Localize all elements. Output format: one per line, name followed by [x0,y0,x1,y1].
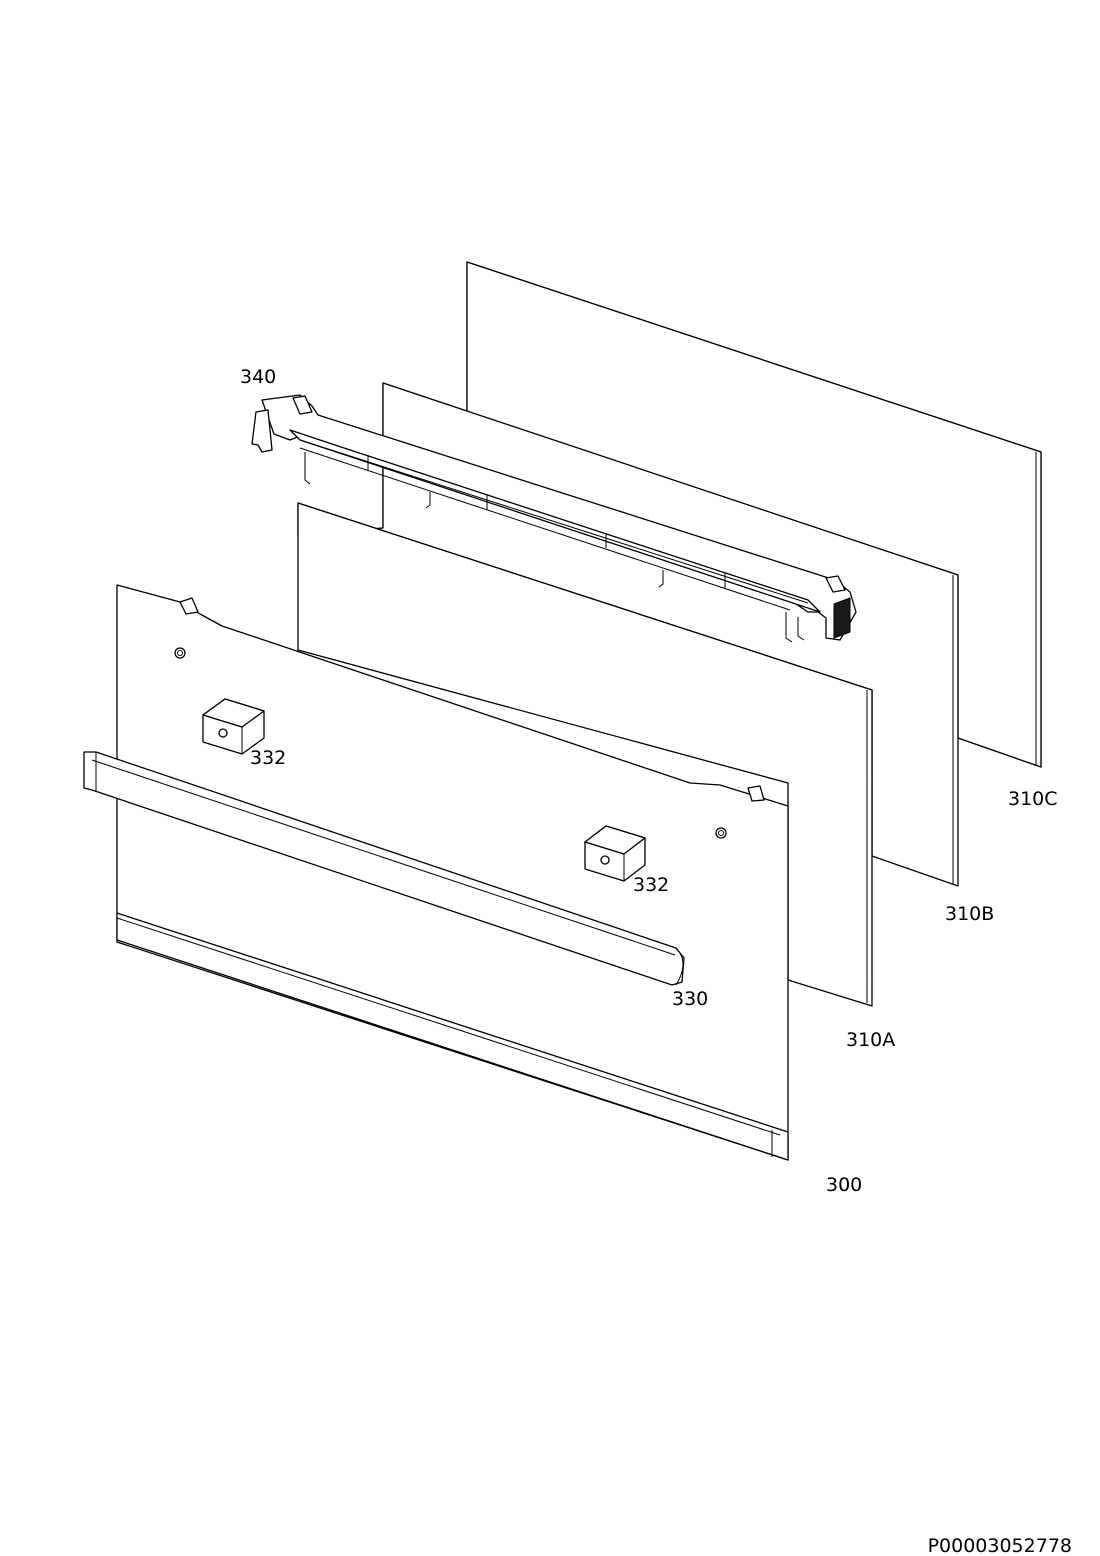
top-bracket-340 [251,394,857,643]
part-label-332-right: 332 [633,874,670,896]
part-label-310c: 310C [1008,788,1058,810]
part-label-332-left: 332 [250,747,287,769]
part-label-300: 300 [826,1174,863,1196]
handle-spacer-332-left [202,698,265,755]
part-label-340: 340 [240,366,277,388]
door-handle-330 [83,751,685,986]
drawing-number: P00003052778 [927,1535,1072,1556]
handle-spacer-332-right [584,825,646,882]
part-label-330: 330 [672,988,709,1010]
part-label-310b: 310B [945,903,995,925]
part-label-310a: 310A [846,1029,896,1051]
